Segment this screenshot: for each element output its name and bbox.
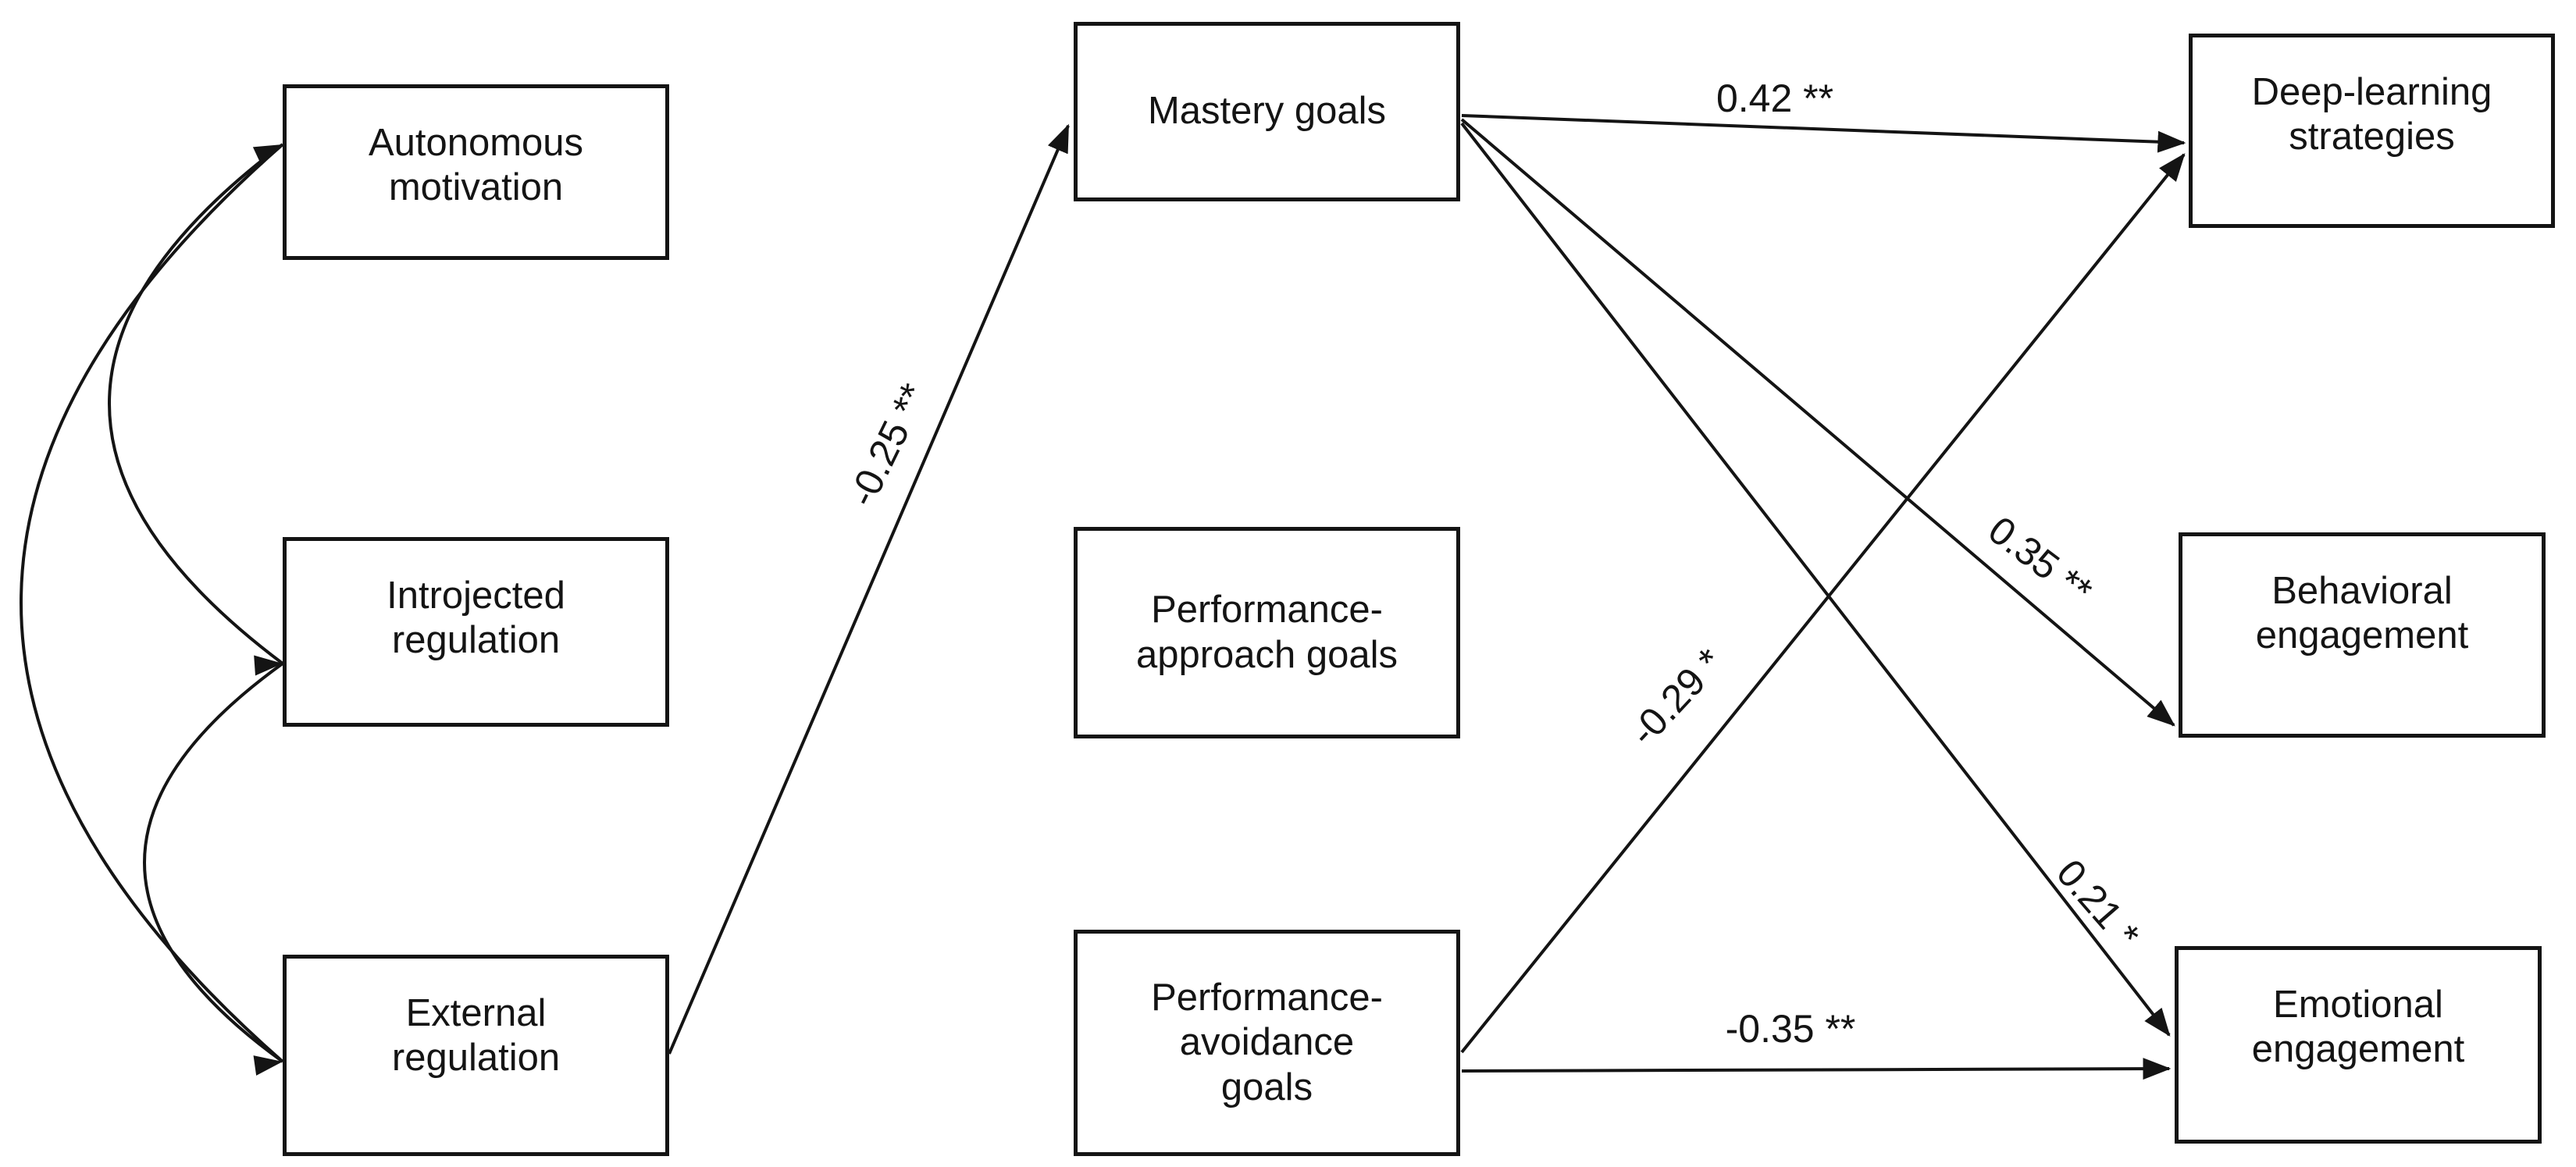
- correlation-arc-autonomous-external: [20, 143, 284, 1063]
- coefficient-label-avoidance-to-emotional: -0.35 **: [1725, 1007, 1856, 1051]
- correlation-arc-introjected-external: [143, 662, 284, 1063]
- arrowhead-into-introjected-regulation: [254, 655, 283, 676]
- node-external-regulation: External regulation: [283, 955, 669, 1156]
- node-introjected-regulation: Introjected regulation: [283, 537, 669, 727]
- node-behavioral-engagement: Behavioral engagement: [2179, 532, 2546, 738]
- correlation-arc-autonomous-introjected: [108, 143, 284, 665]
- path-performance-avoidance-to-emotional-engagement: [1461, 1058, 2172, 1080]
- coefficient-label-mastery-to-deep-learning: 0.42 **: [1716, 76, 1834, 120]
- node-performance-approach-goals: Performance- approach goals: [1074, 527, 1460, 738]
- path-performance-avoidance-to-deep-learning-strategies: [1460, 153, 2186, 1054]
- path-mastery-goals-to-deep-learning-strategies: [1461, 114, 2186, 153]
- node-emotional-engagement: Emotional engagement: [2175, 946, 2542, 1144]
- path-external-regulation-to-mastery-goals: [668, 123, 1070, 1055]
- arrowhead-into-autonomous-motivation: [252, 144, 283, 165]
- node-performance-avoidance-goals: Performance- avoidance goals: [1074, 930, 1460, 1156]
- path-mastery-goals-to-behavioral-engagement: [1460, 118, 2175, 727]
- node-deep-learning-strategies: Deep-learning strategies: [2189, 34, 2555, 228]
- node-autonomous-motivation: Autonomous motivation: [283, 84, 669, 260]
- path-mastery-goals-to-emotional-engagement: [1460, 122, 2171, 1037]
- arrowhead-into-external-regulation: [253, 1055, 283, 1076]
- node-mastery-goals: Mastery goals: [1074, 22, 1460, 201]
